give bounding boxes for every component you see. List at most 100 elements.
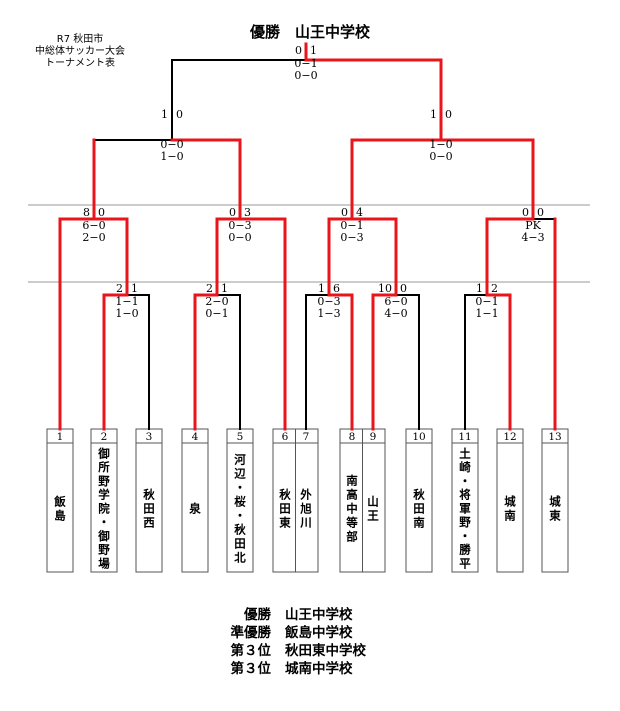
team-name-char: 野 xyxy=(98,543,110,557)
match-score-left: 0 xyxy=(522,206,529,219)
match-half-score: 4−0 xyxy=(384,307,407,320)
team-name-char: 北 xyxy=(234,550,246,564)
team-name-char: 泉 xyxy=(188,501,201,515)
standing-row: 第３位 城南中学校 xyxy=(190,660,430,678)
team-number: 10 xyxy=(412,431,425,443)
match-score-left: 1 xyxy=(476,282,483,295)
match-half-score: 1−0 xyxy=(160,150,183,163)
team-box xyxy=(226,428,254,573)
match-half-score: 0−1 xyxy=(475,295,498,308)
match-half-score: 0−0 xyxy=(228,231,251,244)
team-name-char: 秋 xyxy=(279,487,291,501)
team-name-char: 辺 xyxy=(234,466,246,480)
team-name-char: 崎 xyxy=(459,460,471,474)
team-name-char: 田 xyxy=(234,536,246,550)
team-name-char: 平 xyxy=(459,557,471,571)
match-half-score: 0−1 xyxy=(205,307,228,320)
match-score-left: 0 xyxy=(229,206,236,219)
team-name-char: 旭 xyxy=(299,501,312,515)
standing-school: 秋田東中学校 xyxy=(285,643,366,659)
subtitle-line-3: トーナメント表 xyxy=(45,58,115,69)
team-name-char: 中 xyxy=(346,501,358,515)
team-name-char: 島 xyxy=(54,508,66,522)
team-name-char: 城 xyxy=(549,494,561,508)
team-name-char: 飯 xyxy=(53,494,66,508)
team-name-char: ・ xyxy=(234,508,246,522)
team-name-char: 南 xyxy=(346,473,358,487)
team-name-char: 院 xyxy=(98,501,110,515)
team-name-char: 南 xyxy=(504,508,516,522)
match-score-left: 1 xyxy=(161,108,168,121)
match-score-left: 8 xyxy=(83,206,90,219)
team-number: 7 xyxy=(303,431,310,443)
team-name-char: 河 xyxy=(234,452,246,466)
match-score-right: 1 xyxy=(310,44,317,57)
standing-rank: 準優勝 xyxy=(230,625,272,641)
standing-row: 準優勝 飯島中学校 xyxy=(190,624,430,642)
team-name-char: 東 xyxy=(279,515,291,529)
team-name-char: 場 xyxy=(98,557,110,571)
final-standings: 優勝 山王中学校 準優勝 飯島中学校 第３位 秋田東中学校 第３位 城南中学校 xyxy=(190,606,430,678)
match-score-left: 0 xyxy=(295,44,302,57)
match-score-left: 1 xyxy=(430,108,437,121)
team-number: 6 xyxy=(282,431,289,443)
team-number: 2 xyxy=(101,431,108,443)
team-name-char: 等 xyxy=(345,515,358,529)
standing-row: 優勝 山王中学校 xyxy=(190,606,430,624)
team-name-char: 西 xyxy=(143,515,155,529)
match-score-left: 0 xyxy=(341,206,348,219)
team-name-char: 野 xyxy=(459,515,471,529)
subtitle-line-2: 中総体サッカー大会 xyxy=(35,46,125,57)
match-half-score: 4−3 xyxy=(521,231,544,244)
match-score-left: 1 xyxy=(318,282,325,295)
match-score-right: 1 xyxy=(221,282,228,295)
team-number: 11 xyxy=(458,431,471,443)
team-name-char: 将 xyxy=(459,488,471,502)
match-half-score: 2−0 xyxy=(205,295,228,308)
team-name-char: ・ xyxy=(98,515,110,529)
team-name-char: 外 xyxy=(299,487,312,501)
team-name-char: 御 xyxy=(97,529,110,543)
match-score-left: 2 xyxy=(206,282,213,295)
team-number: 4 xyxy=(192,431,199,443)
match-half-score: 0−0 xyxy=(429,150,452,163)
tournament-subtitle: R7 秋田市 中総体サッカー大会 トーナメント表 xyxy=(20,34,140,70)
team-name-char: 高 xyxy=(346,487,358,501)
match-score-right: 6 xyxy=(333,282,340,295)
match-half-score: 1−1 xyxy=(115,295,138,308)
team-name-char: 山 xyxy=(367,494,379,508)
team-name-char: 御 xyxy=(97,446,110,460)
match-score-right: 4 xyxy=(356,206,363,219)
team-box xyxy=(496,428,524,573)
team-number: 1 xyxy=(57,431,64,443)
team-name-char: 学 xyxy=(98,488,110,502)
match-half-score: 0−1 xyxy=(294,57,317,70)
team-name-char: 土 xyxy=(459,446,471,460)
standing-school: 飯島中学校 xyxy=(285,625,353,641)
team-number: 12 xyxy=(503,431,516,443)
match-half-score: 1−3 xyxy=(317,307,340,320)
team-number: 13 xyxy=(548,431,561,443)
team-name-char: 田 xyxy=(413,501,425,515)
standing-row: 第３位 秋田東中学校 xyxy=(190,642,430,660)
team-name-char: 野 xyxy=(98,474,110,488)
match-score-left: 2 xyxy=(116,282,123,295)
team-number: 5 xyxy=(237,431,244,443)
standing-rank: 第３位 xyxy=(230,643,272,659)
match-score-left: 10 xyxy=(378,282,392,295)
team-name-char: 田 xyxy=(143,501,155,515)
team-name-char: 東 xyxy=(549,508,561,522)
subtitle-line-1: R7 秋田市 xyxy=(56,34,104,45)
team-name-char: 所 xyxy=(98,460,110,474)
match-score-right: 2 xyxy=(491,282,498,295)
match-half-score: 6−0 xyxy=(82,219,105,232)
match-half-score: PK xyxy=(525,219,541,232)
team-number: 8 xyxy=(349,431,356,443)
standing-rank: 第３位 xyxy=(230,661,272,677)
match-score-right: 0 xyxy=(400,282,407,295)
match-half-score: 1−0 xyxy=(429,138,452,151)
team-number: 9 xyxy=(370,431,377,443)
match-score-right: 3 xyxy=(244,206,251,219)
team-name-char: 秋 xyxy=(234,522,246,536)
